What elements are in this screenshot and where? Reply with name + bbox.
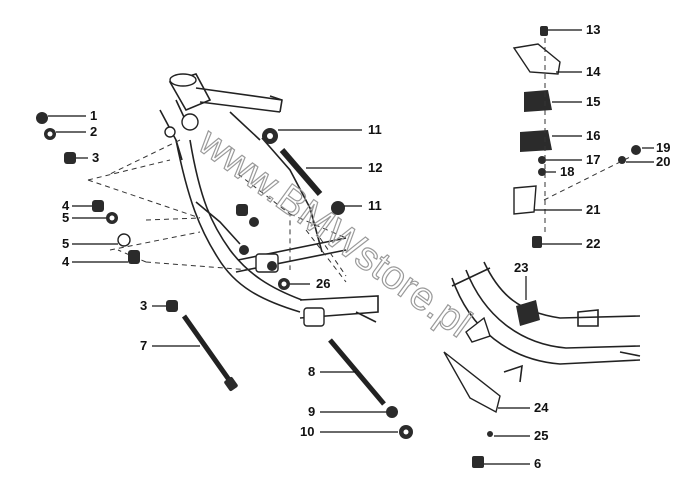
right-bracket-hardware	[512, 26, 641, 248]
callout-22: 22	[586, 236, 600, 251]
callout-labels: 1 2 3 4 5 5 4 3 7 8 9 10 11 12 11 26 13 …	[62, 22, 670, 471]
leader-lines	[48, 29, 654, 465]
callout-4: 4	[62, 254, 70, 269]
callout-7: 7	[140, 338, 147, 353]
watermark-text: www.BMWstore.pl	[190, 119, 479, 346]
left-hardware	[36, 112, 413, 439]
callout-9: 9	[308, 404, 315, 419]
callout-26: 26	[316, 276, 330, 291]
callout-3: 3	[92, 150, 99, 165]
callout-10: 10	[300, 424, 314, 439]
callout-4: 4	[62, 198, 70, 213]
callout-13: 13	[586, 22, 600, 37]
callout-14: 14	[586, 64, 601, 79]
callout-2: 2	[90, 124, 97, 139]
callout-5: 5	[62, 210, 69, 225]
callout-1: 1	[90, 108, 97, 123]
callout-11: 11	[368, 122, 382, 137]
callout-23: 23	[514, 260, 528, 275]
callout-21: 21	[586, 202, 600, 217]
callout-6: 6	[534, 456, 541, 471]
callout-3: 3	[140, 298, 147, 313]
callout-15: 15	[586, 94, 600, 109]
callout-20: 20	[656, 154, 670, 169]
callout-8: 8	[308, 364, 315, 379]
callout-25: 25	[534, 428, 548, 443]
callout-17: 17	[586, 152, 600, 167]
callout-12: 12	[368, 160, 382, 175]
frame-drawing	[87, 73, 379, 327]
callout-5: 5	[62, 236, 69, 251]
callout-24: 24	[534, 400, 549, 415]
callout-11: 11	[368, 198, 382, 213]
callout-16: 16	[586, 128, 600, 143]
callout-19: 19	[656, 140, 670, 155]
callout-18: 18	[560, 164, 574, 179]
rear-frame-fragment	[443, 261, 641, 468]
